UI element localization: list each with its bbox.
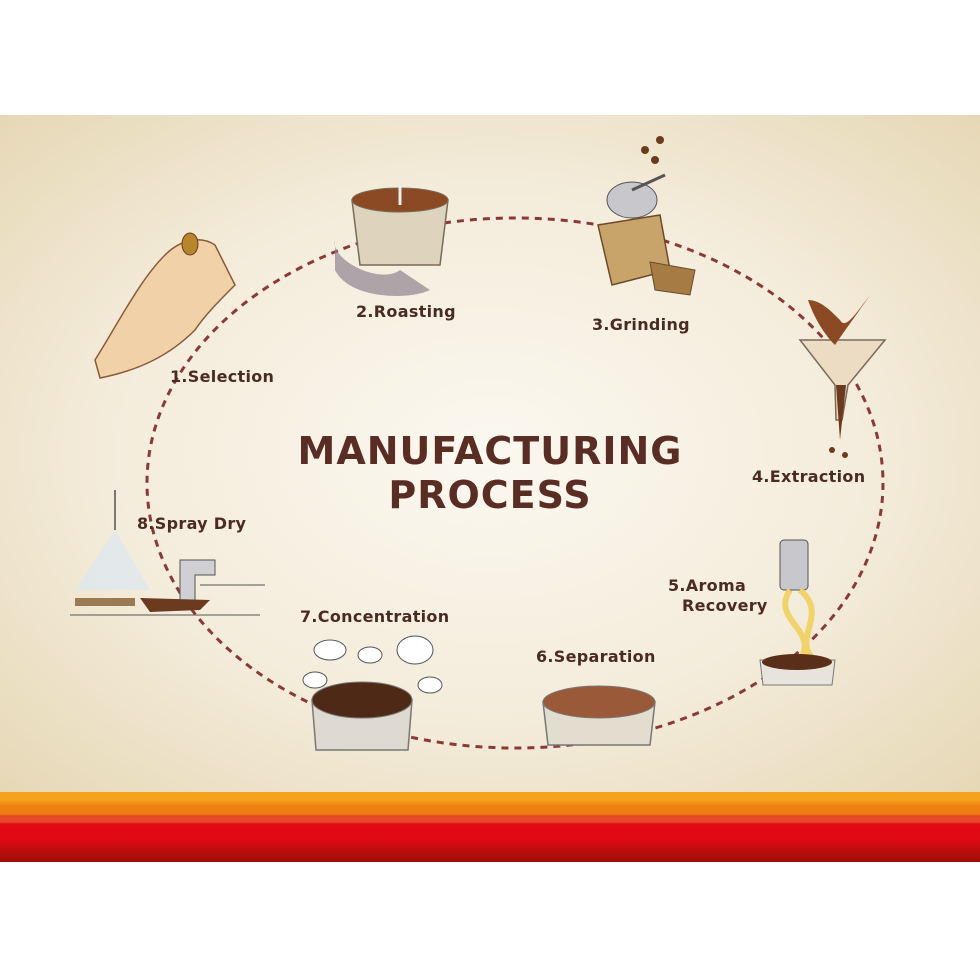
footer-stripes [0,792,980,862]
step-label-spray-dry: 8.Spray Dry [137,514,247,533]
step-label-aroma: 5.Aroma [668,576,747,595]
step-label-concentration: 7.Concentration [300,607,450,626]
title-line-2: PROCESS [388,473,592,517]
step-label-separation: 6.Separation [536,647,656,666]
title-line-1: MANUFACTURING [297,429,683,473]
step-label-aroma-recovery: Recovery [682,596,768,615]
step-label-grinding: 3.Grinding [592,315,690,334]
concentration-pot-icon [302,635,443,751]
coffee-grinder-icon [597,136,696,296]
step-label-roasting: 2.Roasting [356,302,456,321]
roasting-drum-icon [334,185,449,296]
step-label-selection: 1.Selection [170,367,275,386]
separation-pan-icon [542,685,656,746]
funnel-icon [798,295,887,458]
process-cycle-path [145,216,885,750]
hand-holding-bean-icon [94,232,236,379]
step-label-extraction: 4.Extraction [752,467,866,486]
aroma-recovery-icon [759,539,836,686]
spray-dryer-icon [70,490,265,616]
